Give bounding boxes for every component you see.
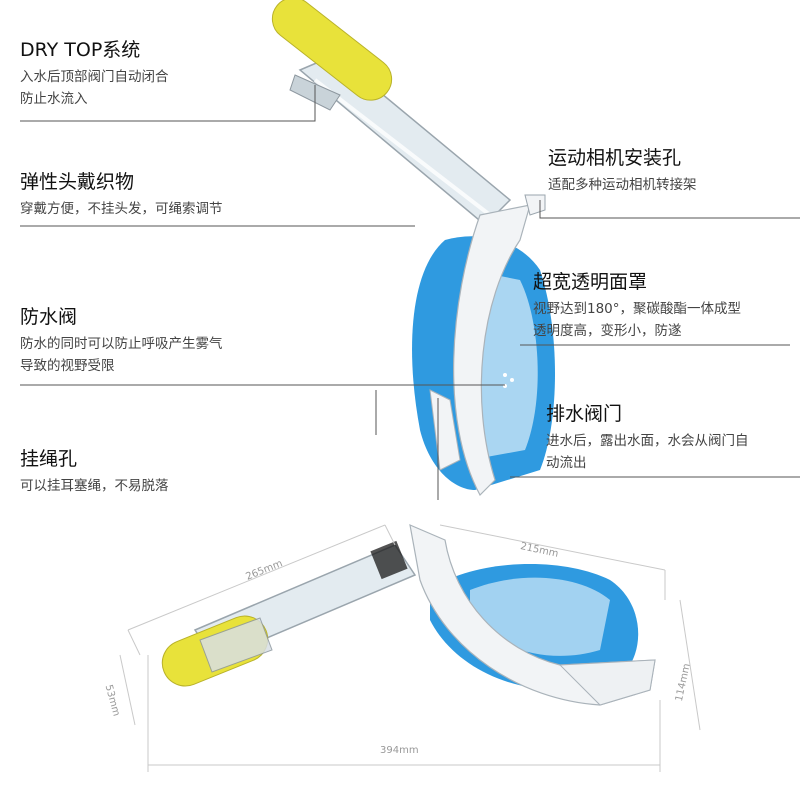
feature-dry-top: DRY TOP系统 入水后顶部阀门自动闭合 防止水流入 (20, 38, 169, 110)
dimension-lines (119, 524, 701, 772)
feature-headband: 弹性头戴织物 穿戴方便，不挂头发，可绳索调节 (20, 170, 223, 220)
lower-mask-lens (470, 577, 610, 656)
lying-mask-image (161, 524, 656, 706)
feature-title: 防水阀 (20, 306, 78, 328)
upright-mask-image (271, 0, 555, 496)
camera-mount-leader (539, 200, 800, 219)
feature-title: 超宽透明面罩 (533, 271, 648, 293)
callout-lines (20, 85, 800, 500)
feature-desc-line: 透明度高，变形小，防遂 (533, 323, 682, 339)
feature-desc-line: 进水后，露出水面，水会从阀门自 (546, 433, 749, 449)
feature-desc-line: 防水的同时可以防止呼吸产生雾气 (20, 336, 223, 352)
feature-drain-valve: 排水阀门 进水后，露出水面，水会从阀门自 动流出 (546, 402, 749, 474)
feature-waterproof-valve: 防水阀 防水的同时可以防止呼吸产生雾气 导致的视野受限 (20, 305, 223, 377)
dry-top-leader (20, 85, 316, 122)
mask-frame (453, 204, 531, 496)
feature-lanyard-hole: 挂绳孔 可以挂耳塞绳，不易脱落 (20, 447, 169, 497)
feature-desc-line: 动流出 (546, 455, 587, 471)
feature-title: 排水阀门 (546, 403, 623, 425)
feature-title: 弹性头戴织物 (20, 171, 135, 193)
snorkel-tube (298, 54, 512, 227)
feature-desc-line: 穿戴方便，不挂头发，可绳索调节 (20, 201, 223, 217)
feature-wide-mask: 超宽透明面罩 视野达到180°，聚碳酸酯一体成型 透明度高，变形小，防遂 (533, 270, 741, 342)
dimension-total-length: 394mm (380, 745, 419, 756)
feature-camera-mount: 运动相机安装孔 适配多种运动相机转接架 (548, 146, 697, 196)
feature-desc-line: 适配多种运动相机转接架 (548, 177, 697, 193)
dry-top-cap (271, 0, 393, 101)
feature-desc-line: 导致的视野受限 (20, 358, 115, 374)
feature-title: 挂绳孔 (20, 448, 78, 470)
feature-desc-line: 可以挂耳塞绳，不易脱落 (20, 478, 169, 494)
feature-desc-line: 入水后顶部阀门自动闭合 (20, 69, 169, 85)
feature-title: DRY TOP系统 (20, 39, 141, 61)
feature-title: 运动相机安装孔 (548, 147, 682, 169)
feature-desc-line: 防止水流入 (20, 91, 88, 107)
feature-desc-line: 视野达到180°，聚碳酸酯一体成型 (533, 301, 742, 317)
